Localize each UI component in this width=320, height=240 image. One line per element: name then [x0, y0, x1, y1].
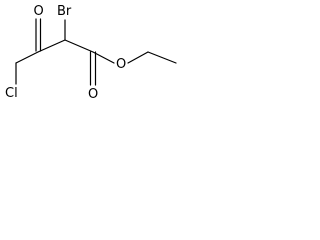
molecule-structure-diagram: O Br Cl O O	[5, 4, 177, 102]
atom-labels: O Br Cl O O	[5, 4, 126, 102]
bond-c3-c2	[37, 39, 66, 53]
bond-o-ester-ch2	[127, 51, 149, 64]
atom-label-oxygen-carbonyl: O	[88, 87, 98, 102]
bond-ch2-ch3	[147, 51, 177, 64]
bond-c1-o-ester	[92, 51, 115, 64]
atom-label-oxygen-ketone: O	[34, 4, 44, 19]
bond-c3-c4	[15, 51, 39, 64]
atom-label-oxygen-ester: O	[116, 57, 126, 72]
atom-label-chlorine: Cl	[5, 86, 18, 101]
bond-c2-c1	[64, 39, 94, 53]
bonds	[15, 18, 177, 86]
atom-label-bromine: Br	[57, 4, 72, 19]
